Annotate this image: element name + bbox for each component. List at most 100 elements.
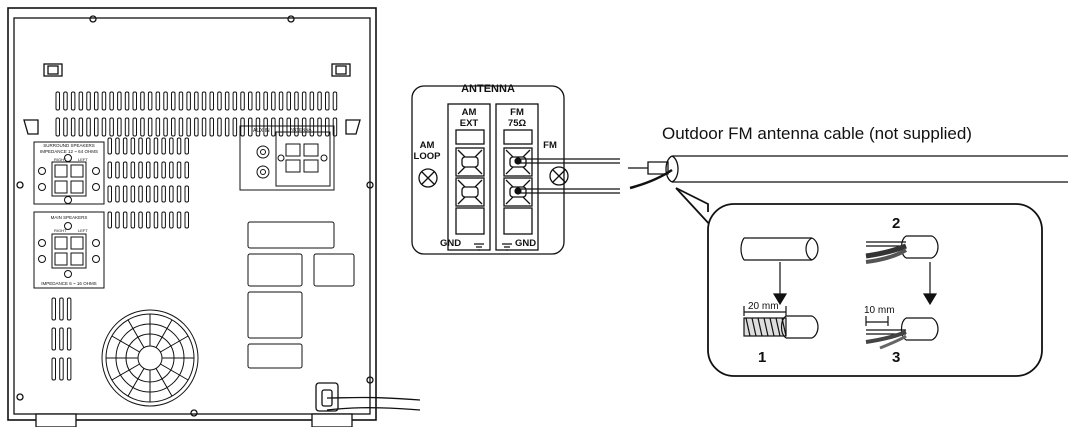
vent-slot [124, 117, 130, 137]
vent-slot [101, 117, 107, 137]
vent-slot [294, 91, 299, 111]
vent-slot [122, 137, 128, 155]
vent-slot [153, 161, 159, 179]
vent-slot [155, 91, 161, 111]
vent-slot [55, 117, 60, 137]
surround-impedance-label: IMPEDANCE 12 ~ 64 OHMS [40, 149, 98, 154]
vent-slot [176, 185, 182, 203]
fan-spoke [111, 335, 140, 353]
vent-slot [186, 91, 191, 111]
antenna-wires [514, 157, 620, 195]
vent-slot [101, 91, 107, 111]
antenna-title: ANTENNA [461, 83, 515, 95]
vent-slot [70, 91, 76, 111]
fan-spokes [106, 314, 194, 402]
vent-slot [107, 137, 112, 155]
step2-folded-braid [865, 235, 939, 306]
measure-20mm: 20 mm [748, 301, 779, 312]
vent-slot [117, 117, 122, 137]
vent-slot [184, 137, 189, 155]
vent-slot [240, 117, 245, 137]
vent-slot [130, 161, 136, 179]
step1-stripped-cable [743, 306, 819, 339]
vent-slot [224, 91, 230, 111]
vent-slot [184, 211, 189, 229]
vent-slot [169, 211, 174, 229]
vent-slot [184, 185, 189, 203]
step3-number: 3 [892, 349, 900, 366]
vent-slot [325, 91, 330, 111]
label-plates [247, 221, 355, 369]
am-ext-label-1: AM [462, 107, 477, 118]
vent-slot [107, 211, 112, 229]
vent-slot [115, 137, 120, 155]
vent-slot [138, 161, 143, 179]
surround-right-label: RIGHT [54, 157, 67, 162]
fan-spoke [127, 368, 145, 397]
vent-slot [122, 185, 128, 203]
measure-10mm: 10 mm [864, 305, 895, 316]
vent-slot [217, 91, 222, 111]
vent-slot [153, 211, 159, 229]
vent-slot [286, 117, 291, 137]
fan-spoke [127, 319, 145, 348]
vent-slot [171, 91, 176, 111]
vent-slot [271, 91, 276, 111]
vent-slot [107, 185, 112, 203]
vent-slot [63, 117, 68, 137]
power-cord [315, 382, 421, 412]
vent-slot [278, 91, 284, 111]
vent-slot [63, 91, 68, 111]
vent-slot [132, 117, 137, 137]
vent-slot [140, 91, 145, 111]
vent-slot [107, 161, 112, 179]
vent-slot [86, 91, 91, 111]
vent-slot [232, 117, 238, 137]
fm75-label-2: 75Ω [508, 118, 527, 129]
vent-slot [169, 137, 174, 155]
mini-antenna-label: ANTENNA [290, 127, 312, 132]
vent-slot [278, 117, 284, 137]
vent-slot [332, 117, 338, 137]
vent-slot [147, 117, 153, 137]
am-loop-label-2: LOOP [414, 151, 442, 162]
vent-slot [209, 91, 214, 111]
vent-slot [115, 161, 120, 179]
vent-slot [66, 297, 72, 321]
vent-slot [130, 185, 136, 203]
main-speakers-label: MAIN SPEAKERS [51, 215, 88, 220]
unit-rear-panel [7, 7, 377, 427]
fm-label: FM [543, 140, 557, 151]
vent-slot [86, 117, 91, 137]
cable-label: Outdoor FM antenna cable (not supplied) [662, 124, 972, 143]
vent-slot [263, 91, 268, 111]
vent-slot [153, 137, 159, 155]
vent-slot [161, 137, 166, 155]
step1-number: 1 [758, 349, 766, 366]
vent-slot [124, 91, 130, 111]
vent-slot [317, 117, 322, 137]
vent-slot [59, 327, 64, 351]
vent-slot [294, 117, 299, 137]
vent-slot [109, 91, 114, 111]
step3-trimmed-conductor [865, 316, 939, 350]
vent-slot [94, 117, 99, 137]
vent-slot [217, 117, 222, 137]
vent-slot [186, 117, 191, 137]
fan-spoke [155, 319, 173, 348]
antenna-terminal [411, 85, 569, 255]
vent-slot [178, 91, 184, 111]
vent-slot [78, 117, 84, 137]
vent-slot [332, 91, 338, 111]
vent-slot [51, 297, 56, 321]
vent-slot [146, 211, 151, 229]
vent-slot [115, 185, 120, 203]
vent-slot [194, 117, 199, 137]
vent-slot [309, 91, 315, 111]
vent-slot [309, 117, 315, 137]
vent-slot [224, 117, 230, 137]
fan-spoke [111, 363, 140, 381]
vent-slot [271, 117, 276, 137]
vent-slot [194, 91, 199, 111]
